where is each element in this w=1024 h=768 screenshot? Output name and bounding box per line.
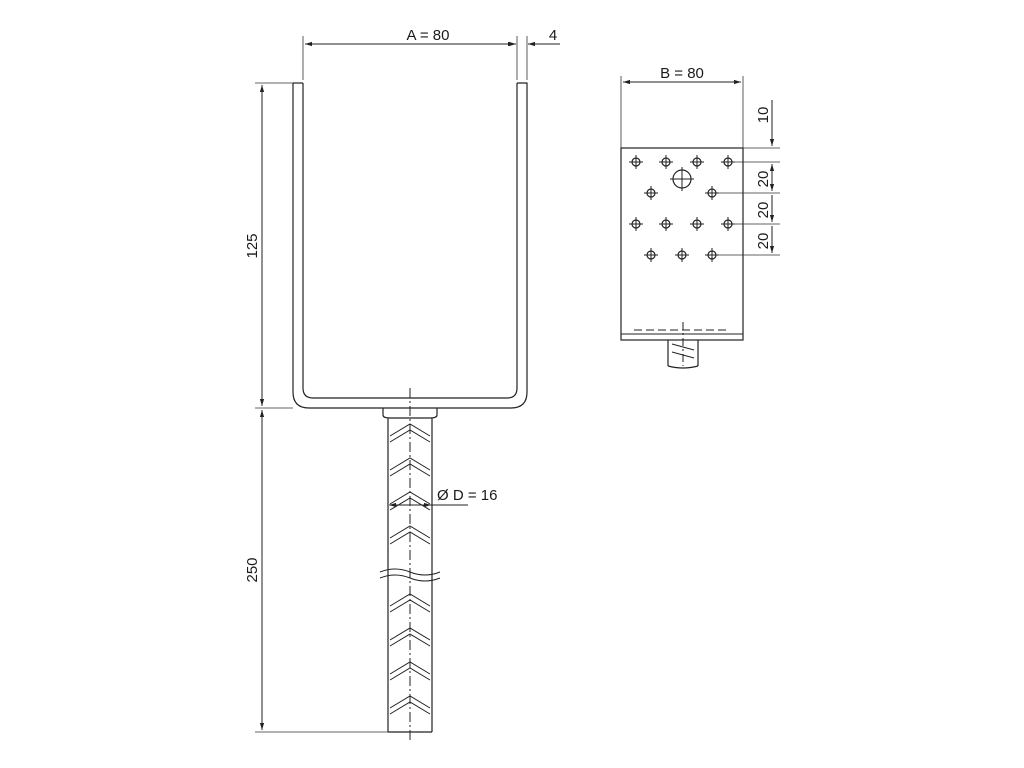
large-hole [670,167,694,191]
nail-hole [629,217,643,231]
dimension-diameter-label: Ø D = 16 [437,487,497,504]
u-bracket-outer [292,82,528,409]
dimension-20-label-1: 20 [755,171,772,188]
nail-hole [705,186,719,200]
nail-holes [629,155,735,262]
dimension-a: A = 80 [302,27,528,80]
nail-hole [644,186,658,200]
dimension-b: B = 80 [620,65,744,148]
dimension-height-top: 125 [244,82,293,409]
dimension-250-label: 250 [244,557,261,582]
dimension-thickness-label: 4 [549,27,557,44]
pitch-extension-lines [718,147,780,256]
rebar-rib [389,525,431,539]
side-plate [620,147,744,341]
nail-hole [705,248,719,262]
nail-hole [690,217,704,231]
nail-hole [690,155,704,169]
dimension-thickness: 4 [505,27,560,47]
dimension-height-bottom: 250 [244,410,388,733]
dimension-diameter: Ø D = 16 [389,487,497,508]
dimension-20-label-3: 20 [755,233,772,250]
nail-hole [675,248,689,262]
dimension-a-label: A = 80 [407,27,450,44]
rebar-rib [389,457,431,471]
nail-hole [659,155,673,169]
side-rod-stub [667,322,699,369]
nail-hole [629,155,643,169]
rebar-rib [389,633,431,647]
dimension-b-label: B = 80 [660,65,704,82]
weld-collar [382,408,438,419]
nail-hole [721,217,735,231]
nail-hole [644,248,658,262]
nail-hole [721,155,735,169]
dimension-20-label-2: 20 [755,202,772,219]
side-view: B = 80 10 20 20 20 [620,65,780,369]
dimension-125-label: 125 [244,233,261,258]
u-bracket-inner [302,83,518,399]
nail-hole [659,217,673,231]
front-view: A = 80 4 125 250 Ø D = 16 [244,27,560,742]
dimension-10-label: 10 [755,107,772,124]
